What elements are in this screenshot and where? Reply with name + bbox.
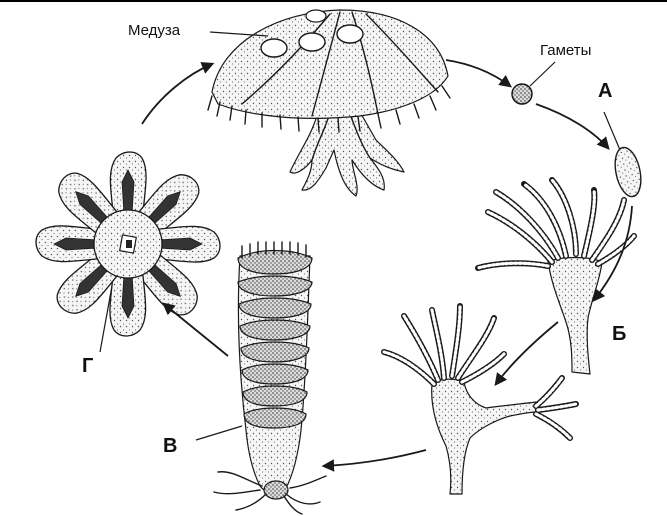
leader-a: [604, 112, 620, 150]
label-g: Г: [82, 355, 93, 377]
leader-gametes: [530, 62, 555, 86]
planula-larva: [611, 145, 645, 199]
arrow-medusa-to-gametes: [446, 60, 510, 86]
leader-v: [196, 426, 242, 440]
arrow-strobila-to-ephyra: [164, 304, 228, 356]
arrow-budding-to-strobila: [324, 450, 426, 466]
arrow-gametes-to-planula: [536, 104, 608, 148]
arrow-ephyra-to-medusa: [142, 64, 212, 124]
label-medusa: Медуза: [128, 22, 181, 39]
ephyra: [36, 152, 220, 336]
gamete-ball: [512, 84, 532, 104]
label-b: Б: [612, 323, 626, 345]
strobila: [214, 242, 326, 514]
polyp-lower-budding: [384, 306, 576, 494]
label-a: А: [598, 80, 612, 102]
label-gametes: Гаметы: [540, 42, 591, 59]
label-v: В: [163, 435, 177, 457]
medusa-illustration: [208, 10, 450, 196]
